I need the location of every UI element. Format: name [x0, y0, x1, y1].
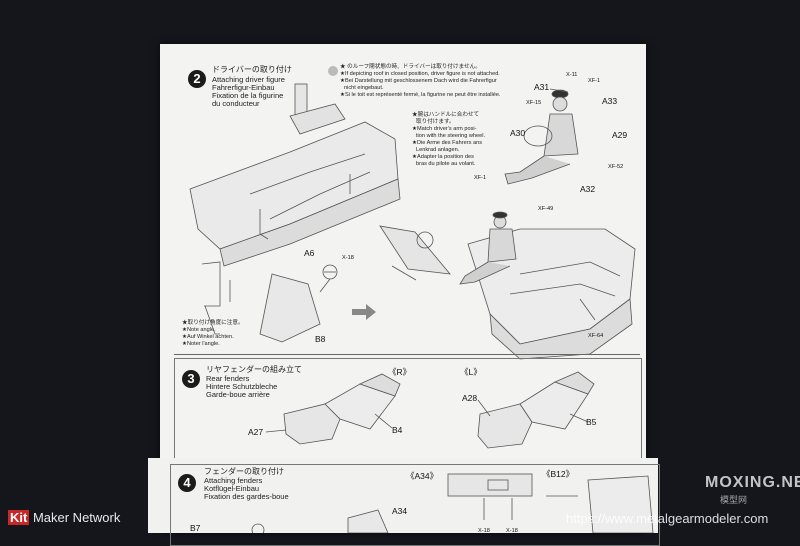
label-a29: A29: [612, 130, 628, 140]
step-2-title-fr: Fixation de la figurine: [212, 91, 284, 100]
roof-note-2: ★Bei Darstellung mit geschlossenem Dach …: [340, 78, 497, 84]
label-left: 《L》: [460, 367, 482, 377]
instruction-sheet-lower: 4 フェンダーの取り付け Attaching fenders Kotflügel…: [148, 458, 660, 546]
roof-note-4: ★Si le toit est représenté fermé, la fig…: [340, 92, 501, 98]
arm-note-6: ★Adapter la position des: [412, 154, 474, 160]
arm-note-0: ★腕はハンドルに合わせて: [412, 112, 480, 118]
moxing-watermark: MOXING.NET: [705, 474, 800, 491]
step-divider-2-3: [174, 354, 640, 355]
arm-note-7: bras du pilote au volant.: [416, 161, 476, 167]
arm-note-1: 取り付けます。: [416, 119, 455, 125]
label-x18: X-18: [342, 255, 354, 261]
label-a34-header: 《A34》: [406, 471, 439, 481]
step-3-title-fr: Garde-boue arrière: [206, 390, 270, 399]
kitmaker-logo-badge: Kit: [8, 510, 30, 525]
label-a31: A31: [534, 82, 550, 92]
angle-note-1: ★Note angle.: [182, 327, 216, 333]
roof-note-1: ★If depicting roof in closed position, d…: [340, 71, 500, 77]
label-a33: A33: [602, 96, 618, 106]
step-2-drawings: [189, 83, 636, 360]
roof-note-3: nicht eingebaut.: [344, 85, 384, 91]
label-xf1-b: XF-1: [474, 175, 487, 181]
label-a27: A27: [248, 427, 264, 437]
step-4-title-en: Attaching fenders: [204, 476, 263, 485]
label-b8: B8: [315, 334, 326, 344]
label-x18-a: X-18: [478, 528, 490, 534]
label-a34: A34: [392, 506, 408, 516]
arm-note-3: tion with the steering wheel.: [416, 133, 486, 139]
label-b5: B5: [586, 417, 597, 427]
roof-note-0: ★ のルーフ閉状態の時、ドライバーは取り付けません。: [340, 64, 481, 70]
angle-note-2: ★Auf Winkel achten.: [182, 334, 234, 340]
step-3-title-de: Hintere Schutzbleche: [206, 382, 278, 391]
step-4-title-fr: Fixation des gardes-boue: [204, 492, 289, 501]
label-a28: A28: [462, 393, 478, 403]
step-2-title-de: Fahrerfigur-Einbau: [212, 83, 275, 92]
kitmaker-logo-text: Maker Network: [29, 510, 121, 525]
step-2-number: 2: [188, 70, 206, 88]
step-3-drawings: [265, 371, 595, 449]
step-3-number: 3: [182, 370, 200, 388]
label-xf1: XF-1: [588, 78, 601, 84]
label-a30: A30: [510, 128, 526, 138]
step-4-number: 4: [178, 474, 196, 492]
label-xf15: XF-15: [526, 100, 542, 106]
arm-note-5: Lenkrad anlagen.: [416, 147, 460, 153]
label-right: 《R》: [388, 367, 412, 377]
arm-note-2: ★Match driver's arm posi-: [412, 126, 477, 132]
url-watermark: https://www.metalgearmodeler.com: [566, 511, 769, 526]
label-xf52: XF-52: [608, 164, 624, 170]
label-b4: B4: [392, 425, 403, 435]
angle-note-0: ★取り付け角度に注意。: [182, 320, 244, 326]
arm-note-4: ★Die Arme des Fahrers ans: [412, 140, 482, 146]
step-4-title-jp: フェンダーの取り付け: [204, 467, 284, 476]
angle-note-3: ★Noter l'angle.: [182, 341, 220, 347]
label-a32: A32: [580, 184, 596, 194]
instruction-sheet: 2 ドライバーの取り付け Attaching driver figure Fah…: [160, 44, 646, 533]
label-xf64: XF-64: [588, 333, 604, 339]
step-3-title-jp: リヤフェンダーの組み立て: [206, 365, 302, 374]
step-3-title-en: Rear fenders: [206, 374, 250, 383]
label-x11: X-11: [566, 72, 578, 78]
step-2-title-en: Attaching driver figure: [212, 75, 285, 84]
step-4-title-de: Kotflügel-Einbau: [204, 484, 260, 493]
moxing-watermark-sub: 模型网: [720, 495, 748, 505]
roof-note-marker-icon: [328, 66, 338, 76]
label-x18-b: X-18: [506, 528, 518, 534]
step-2-title-jp: ドライバーの取り付け: [212, 65, 292, 74]
label-xf49: XF-49: [538, 206, 554, 212]
step-2-title-fr-2: du conducteur: [212, 99, 260, 108]
step-4-drawings: [251, 473, 654, 533]
label-b7: B7: [190, 523, 201, 533]
label-a6: A6: [304, 248, 315, 258]
label-b12-header: 《B12》: [542, 469, 575, 479]
kitmaker-logo: Kit Maker Network: [8, 510, 120, 525]
